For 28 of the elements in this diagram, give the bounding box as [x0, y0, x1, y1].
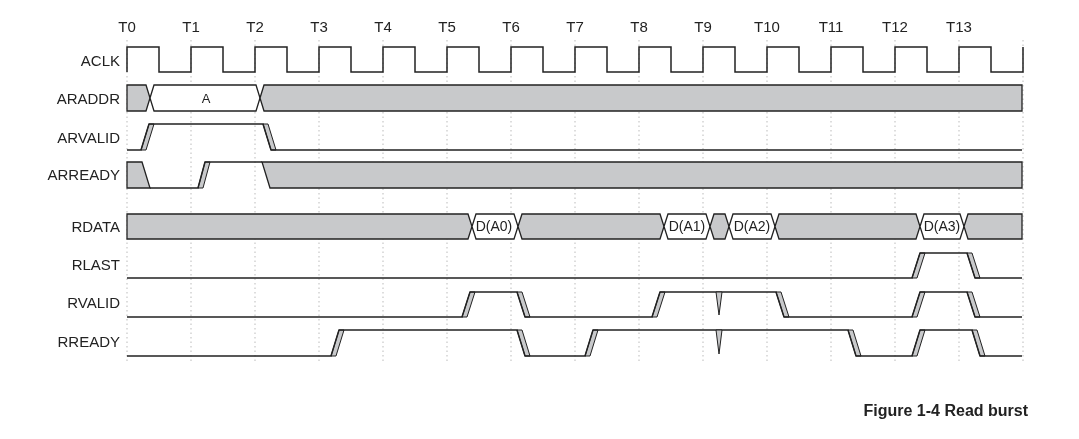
time-label: T9	[694, 18, 712, 35]
time-label: T0	[118, 18, 136, 35]
time-label: T3	[310, 18, 328, 35]
bus-value: A	[201, 90, 211, 107]
signal-name: RDATA	[71, 218, 120, 235]
bus-value: D(A2)	[733, 218, 771, 235]
time-label: T12	[882, 18, 908, 35]
signal-name: ACLK	[80, 52, 120, 69]
time-label: T10	[754, 18, 780, 35]
signal-name: RREADY	[57, 333, 120, 350]
time-label: T11	[818, 18, 844, 35]
time-label: T5	[438, 18, 456, 35]
time-label: T6	[502, 18, 520, 35]
time-label: T13	[946, 18, 972, 35]
signal-name: RVALID	[67, 294, 120, 311]
time-label: T2	[246, 18, 264, 35]
signal-name: ARVALID	[57, 129, 120, 146]
signal-name: RLAST	[71, 256, 120, 273]
bus-value: D(A1)	[668, 218, 706, 235]
time-label: T8	[630, 18, 648, 35]
bus-value: D(A3)	[923, 218, 961, 235]
time-label: T7	[566, 18, 584, 35]
time-label: T1	[182, 18, 200, 35]
time-label: T4	[374, 18, 392, 35]
bus-value: D(A0)	[475, 218, 513, 235]
signal-name: ARREADY	[47, 166, 120, 183]
figure-caption: Figure 1-4 Read burst	[863, 402, 1028, 420]
signal-name: ARADDR	[56, 90, 120, 107]
